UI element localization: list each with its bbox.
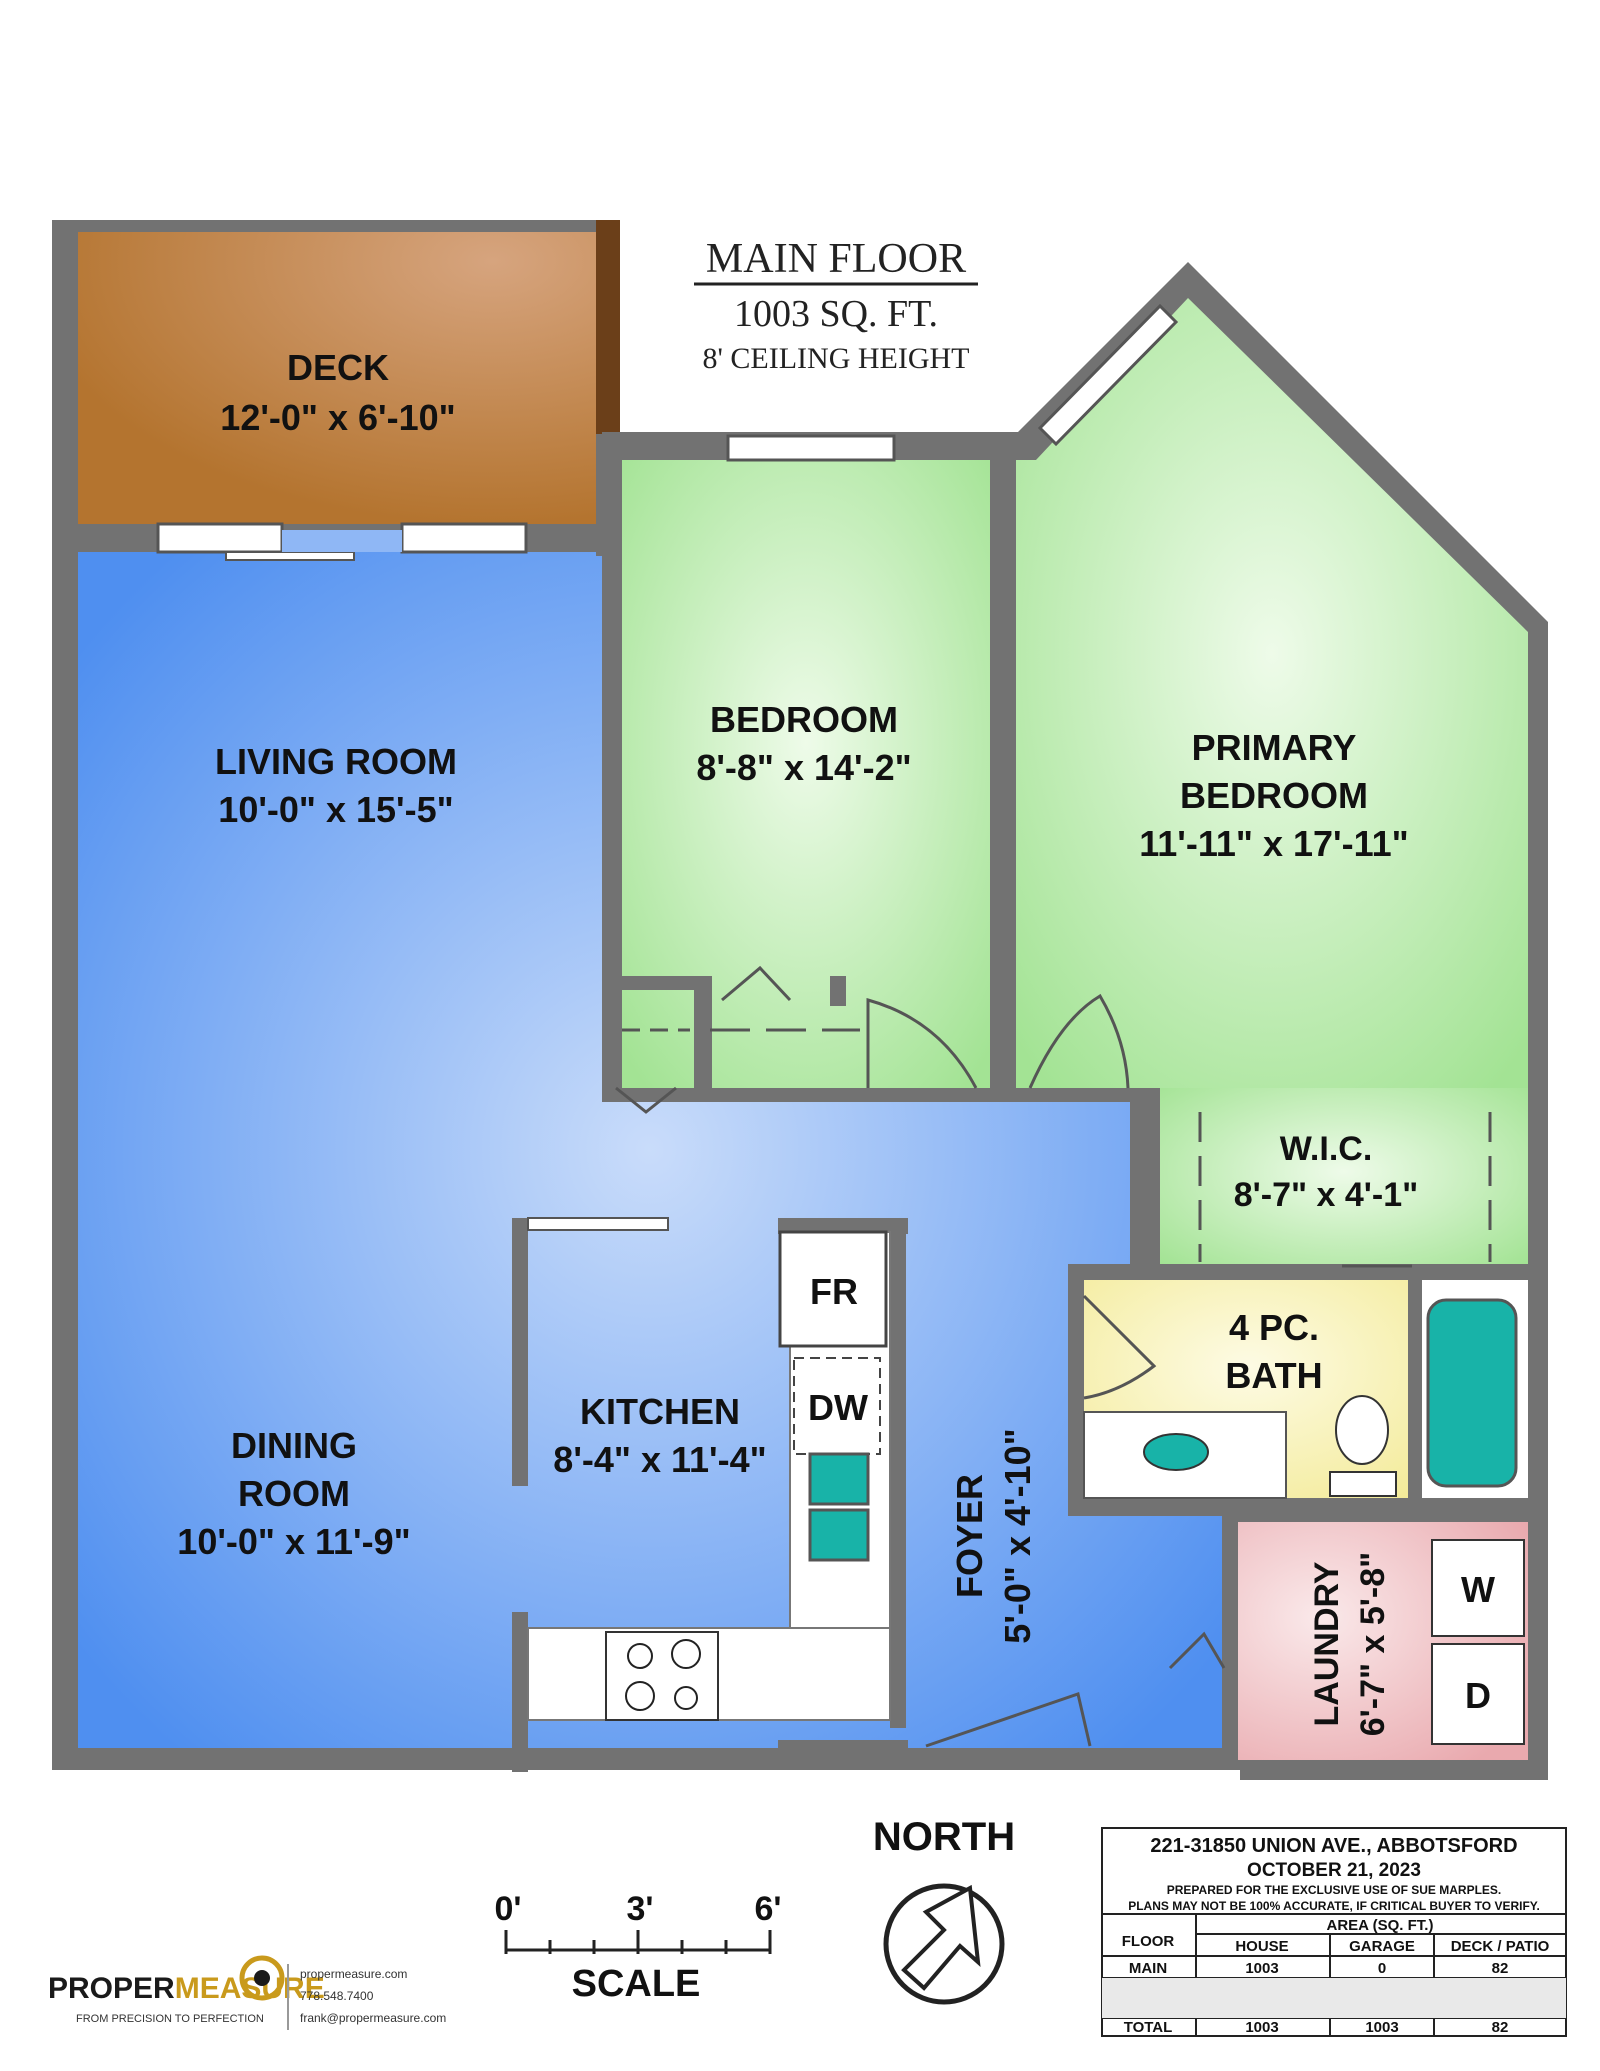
brand-tagline: FROM PRECISION TO PERFECTION	[76, 2013, 264, 2025]
cell-total-house: 1003	[1245, 2019, 1278, 2036]
col-deck: DECK / PATIO	[1451, 1938, 1550, 1955]
scale-label: SCALE	[572, 1963, 701, 2005]
burner-icon	[625, 1681, 655, 1711]
cell-total-deck: 82	[1492, 2019, 1509, 2036]
room-fills	[78, 220, 1528, 1760]
plan-title: MAIN FLOOR	[706, 236, 966, 282]
dryer	[1431, 1643, 1525, 1745]
room-labels: DECK 12'-0" x 6'-10" LIVING ROOM 10'-0" …	[177, 347, 1495, 1736]
dining-dims: 10'-0" x 11'-9"	[177, 1521, 410, 1562]
wic-dims: 8'-7" x 4'-1"	[1234, 1176, 1419, 1214]
plan-area: 1003 SQ. FT.	[734, 293, 938, 335]
compass-label: NORTH	[873, 1815, 1015, 1859]
burner-icon	[674, 1686, 698, 1710]
cell-main-floor: MAIN	[1129, 1960, 1167, 1977]
bath-label-2: BATH	[1225, 1355, 1322, 1396]
cell-total-floor: TOTAL	[1124, 2019, 1173, 2036]
stove	[605, 1631, 719, 1721]
sink-basin-2	[808, 1508, 870, 1562]
deck-label: DECK	[287, 347, 389, 388]
col-garage: GARAGE	[1349, 1938, 1415, 1955]
plan-date: OCTOBER 21, 2023	[1247, 1860, 1421, 1881]
doors	[615, 965, 1492, 1748]
primary-label-1: PRIMARY	[1192, 727, 1357, 768]
laundry-dims: 6'-7" x 5'-8"	[1354, 1552, 1392, 1737]
col-floor: FLOOR	[1122, 1933, 1175, 1950]
target-icon	[239, 1955, 285, 2001]
washer-label: W	[1461, 1569, 1495, 1610]
burner-icon	[671, 1639, 701, 1669]
brand-email: frank@propermeasure.com	[300, 2011, 446, 2025]
bedroom-dims: 8'-8" x 14'-2"	[696, 747, 911, 788]
scale-bar: 0' 3' 6' SCALE	[495, 1890, 782, 2005]
burner-icon	[627, 1643, 653, 1669]
wic-area	[1160, 1088, 1528, 1274]
foyer-dims: 5'-0" x 4'-10"	[997, 1428, 1038, 1643]
toilet-icon	[1335, 1395, 1389, 1465]
bathtub-icon	[1426, 1298, 1518, 1488]
compass: NORTH	[873, 1815, 1015, 2005]
cell-total-garage: 1003	[1365, 2019, 1398, 2036]
brand-logo: PROPERMEASURE	[48, 1972, 325, 2005]
scale-tick-label: 6'	[755, 1890, 782, 1928]
brand-website: propermeasure.com	[300, 1967, 407, 1981]
cell-main-deck: 82	[1492, 1960, 1509, 1977]
dishwasher	[793, 1357, 881, 1455]
deck-area	[78, 232, 596, 524]
plan-ceiling: 8' CEILING HEIGHT	[702, 342, 969, 375]
interior-walls	[512, 432, 1548, 1772]
sink-icon	[1143, 1433, 1209, 1471]
dishwasher-label: DW	[808, 1387, 868, 1428]
wic-label: W.I.C.	[1280, 1130, 1373, 1168]
laundry-fixtures	[1431, 1539, 1525, 1745]
kitchen-fixtures	[527, 1230, 891, 1721]
scale-tick-label: 0'	[495, 1890, 522, 1928]
target-icon-inner	[254, 1970, 270, 1986]
dining-label-1: DINING	[231, 1425, 357, 1466]
brand-block: PROPERMEASURE FROM PRECISION TO PERFECTI…	[48, 1955, 446, 2030]
disclaimer: PLANS MAY NOT BE 100% ACCURATE, IF CRITI…	[1128, 1899, 1540, 1913]
dining-label-2: ROOM	[238, 1473, 350, 1514]
brand-phone: 778.548.7400	[300, 1989, 374, 2003]
kitchen-label: KITCHEN	[580, 1391, 740, 1432]
deck-dims: 12'-0" x 6'-10"	[220, 397, 455, 438]
washer	[1431, 1539, 1525, 1637]
foyer-label: FOYER	[949, 1474, 990, 1598]
plan-header: MAIN FLOOR 1003 SQ. FT. 8' CEILING HEIGH…	[694, 236, 978, 375]
info-table: 221-31850 UNION AVE., ABBOTSFORD OCTOBER…	[1101, 1827, 1567, 2037]
fridge	[778, 1230, 888, 1348]
col-house: HOUSE	[1235, 1938, 1288, 1955]
north-arrow-icon	[901, 1884, 981, 1991]
fridge-label: FR	[810, 1271, 858, 1312]
scale-tick-label: 3'	[627, 1890, 654, 1928]
primary-dims: 11'-11" x 17'-11"	[1139, 823, 1408, 864]
bath-label-1: 4 PC.	[1229, 1307, 1319, 1348]
primary-label-2: BEDROOM	[1180, 775, 1368, 816]
bath-fixtures	[1083, 1298, 1518, 1499]
kitchen-dims: 8'-4" x 11'-4"	[553, 1439, 766, 1480]
bedroom-label: BEDROOM	[710, 699, 898, 740]
living-dining-area	[78, 552, 1222, 1748]
toilet-tank	[1329, 1471, 1397, 1497]
primary-bedroom-area	[1016, 298, 1528, 1088]
cell-main-house: 1003	[1245, 1960, 1278, 1977]
deck-rail	[596, 220, 620, 434]
prepared-for: PREPARED FOR THE EXCLUSIVE USE OF SUE MA…	[1167, 1883, 1502, 1897]
dryer-label: D	[1465, 1675, 1491, 1716]
living-dims: 10'-0" x 15'-5"	[218, 789, 453, 830]
sink-basin-1	[808, 1452, 870, 1506]
windows	[156, 303, 1179, 1231]
laundry-label: LAUNDRY	[1308, 1561, 1346, 1726]
area-header: AREA (SQ. FT.)	[1327, 1917, 1434, 1934]
property-address: 221-31850 UNION AVE., ABBOTSFORD	[1150, 1835, 1517, 1857]
living-label: LIVING ROOM	[215, 741, 457, 782]
cell-main-garage: 0	[1378, 1960, 1386, 1977]
